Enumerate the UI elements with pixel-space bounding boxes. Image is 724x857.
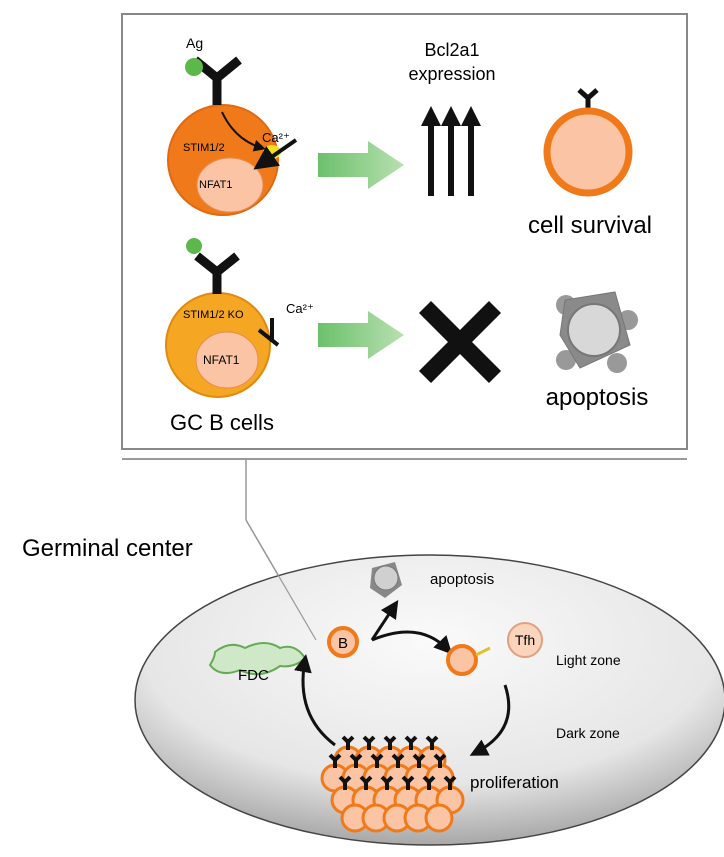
b-cell: [327, 626, 359, 658]
dark-zone-label: Dark zone: [556, 725, 620, 741]
survival-cell: [543, 88, 633, 197]
antibody-icon: [328, 753, 342, 768]
ko-cell: [165, 238, 280, 398]
antibody-icon: [338, 775, 352, 790]
gcb-label: GC B cells: [170, 410, 274, 435]
tfh-cell: [507, 622, 543, 658]
light-zone-label: Light zone: [556, 652, 621, 668]
nfat1-label-2: NFAT1: [203, 353, 240, 367]
antibody-icon: [370, 753, 384, 768]
stim-cell: [167, 56, 298, 216]
proliferation-label: proliferation: [470, 773, 559, 792]
x-icon: [418, 300, 502, 384]
antibody-icon: [380, 775, 394, 790]
antibody-icon: [433, 753, 447, 768]
b-label: B: [338, 635, 348, 652]
ag-label: Ag: [186, 35, 203, 51]
gc-apoptosis-label: apoptosis: [430, 571, 494, 588]
antibody-icon: [341, 735, 355, 750]
fdc-label: FDC: [238, 667, 269, 684]
gc-title: Germinal center: [22, 535, 193, 562]
antibody-icon: [391, 753, 405, 768]
apoptosis-label: apoptosis: [546, 384, 649, 411]
antibody-icon: [362, 735, 376, 750]
bcl-label: Bcl2a1: [424, 40, 479, 60]
antibody-icon: [349, 753, 363, 768]
antibody-icon: [443, 775, 457, 790]
cell-light-zone: [446, 644, 478, 676]
ca-label: Ca²⁺: [262, 130, 290, 145]
stimko-label: STIM1/2 KO: [183, 309, 244, 321]
expression-label: expression: [408, 64, 495, 84]
antibody-icon: [425, 735, 439, 750]
apoptosis-cell: [556, 291, 638, 373]
survival-label: cell survival: [528, 212, 652, 239]
proliferating-cell: [424, 803, 454, 833]
proliferating-cells: [320, 735, 465, 833]
arrow-2: [318, 311, 404, 359]
up-arrows-icon: [421, 106, 481, 196]
arrow-1: [318, 141, 404, 189]
antibody-icon: [359, 775, 373, 790]
ca-label-2: Ca²⁺: [286, 301, 314, 316]
fdc-cell: [208, 642, 307, 676]
tfh-label: Tfh: [515, 632, 535, 648]
gc-apoptosis-cell: [370, 562, 402, 598]
antibody-icon: [404, 735, 418, 750]
stim-label: STIM1/2: [183, 142, 225, 154]
antibody-icon: [383, 735, 397, 750]
antibody-icon: [422, 775, 436, 790]
gc-ellipse: [134, 554, 724, 846]
antibody-icon: [412, 753, 426, 768]
nfat1-label: NFAT1: [199, 179, 232, 191]
antibody-icon: [401, 775, 415, 790]
